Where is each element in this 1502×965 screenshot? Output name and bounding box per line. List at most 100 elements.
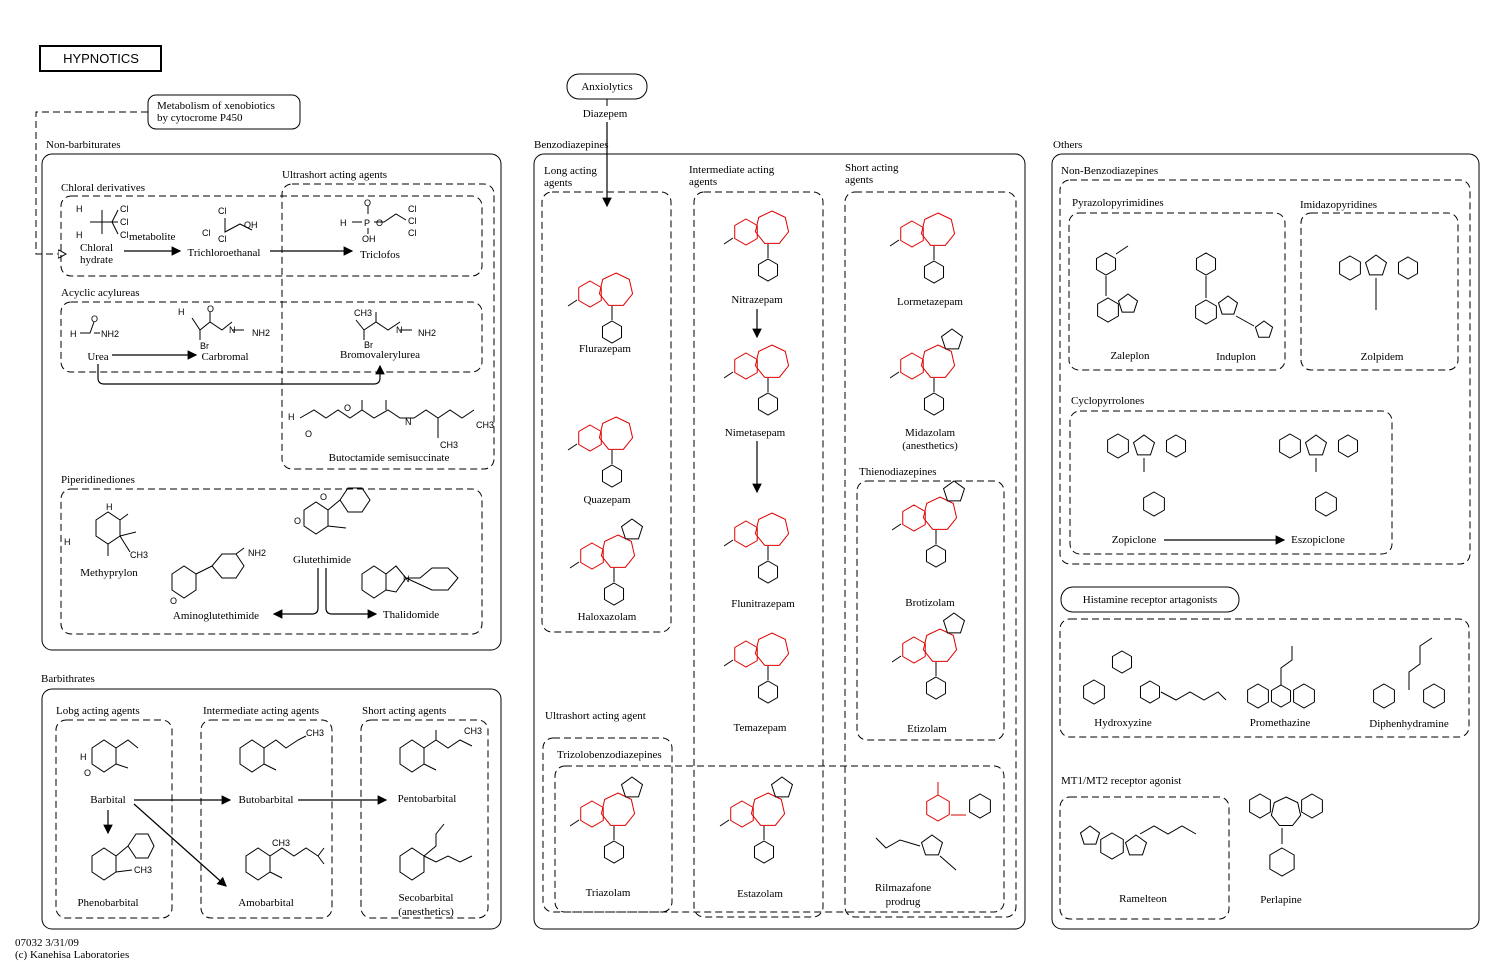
compound-hydroxyzine[interactable]: Hydroxyzine — [1094, 717, 1152, 729]
compound-urea[interactable]: Urea — [87, 351, 108, 363]
svg-text:O: O — [305, 429, 312, 439]
compound-brotizolam[interactable]: Brotizolam — [905, 597, 955, 609]
compound-ramelteon[interactable]: Ramelteon — [1119, 893, 1167, 905]
etizolam-structure — [891, 612, 966, 700]
compound-methyprylon[interactable]: Methyprylon — [80, 567, 138, 579]
compound-phenobarbital[interactable]: Phenobarbital — [77, 897, 138, 909]
zolpidem-structure — [1339, 254, 1419, 310]
svg-text:P: P — [364, 218, 370, 228]
estazolam-structure — [719, 776, 794, 864]
svg-text:Br: Br — [200, 341, 209, 351]
svg-text:by cytocrome P450: by cytocrome P450 — [157, 112, 243, 124]
compound-secobarbital[interactable]: Secobarbital — [399, 892, 454, 904]
compound-aminoglutethimide[interactable]: Aminoglutethimide — [173, 610, 259, 622]
footer-code: 07032 3/31/09 — [15, 937, 79, 949]
svg-text:O: O — [320, 492, 327, 502]
compound-barbital[interactable]: Barbital — [90, 794, 125, 806]
svg-text:CH3: CH3 — [354, 308, 372, 318]
metabolism-link[interactable]: Metabolism of xenobiotics by cytocrome P… — [147, 94, 301, 130]
svg-text:agents: agents — [845, 174, 873, 186]
group-label-short-barb: Short acting agents — [362, 705, 446, 717]
svg-text:agents: agents — [544, 177, 572, 189]
compound-nimetazepam[interactable]: Nimetasepam — [725, 427, 786, 439]
chloral-box — [60, 195, 483, 277]
promethazine-structure — [1247, 646, 1315, 709]
lormetazepam-structure — [889, 212, 956, 284]
group-label-bz-intermediate: Intermediate acting — [689, 164, 775, 176]
compound-pentobarbital[interactable]: Pentobarbital — [398, 793, 457, 805]
compound-chloral-hydrate[interactable]: Chloral — [80, 242, 113, 254]
compound-triclofos[interactable]: Triclofos — [360, 249, 400, 261]
svg-text:Cl: Cl — [120, 204, 129, 214]
carbromal-structure: H Br O N NH2 — [178, 304, 270, 351]
group-label-thienodiazepines: Thienodiazepines — [859, 466, 937, 478]
compound-triazolam[interactable]: Triazolam — [586, 887, 631, 899]
diphenhydramine-structure — [1373, 637, 1445, 709]
indiplon-structure — [1195, 252, 1274, 338]
compound-carbromal[interactable]: Carbromal — [201, 351, 248, 363]
ultrashort-box — [281, 183, 495, 470]
svg-text:H: H — [80, 752, 87, 762]
group-label-barbiturates: Barbithrates — [41, 673, 95, 685]
svg-text:N: N — [229, 325, 236, 335]
nitrazepam-structure — [723, 210, 790, 282]
glutethimide-structure: O O — [294, 487, 371, 535]
svg-text:Br: Br — [364, 340, 373, 350]
compound-zaleplon[interactable]: Zaleplon — [1110, 350, 1150, 362]
rilmazafone-structure — [875, 782, 991, 871]
svg-text:CH3: CH3 — [272, 838, 290, 848]
non-benzodiazepines-box — [1059, 179, 1471, 565]
anxiolytics-link[interactable]: Anxiolytics — [566, 73, 648, 100]
compound-indiplon[interactable]: Induplon — [1216, 351, 1256, 363]
compound-midazolam[interactable]: Midazolam — [905, 427, 956, 439]
compound-flurazepam[interactable]: Flurazepam — [579, 343, 631, 355]
trichloroethanol-structure: Cl Cl Cl OH — [202, 206, 258, 244]
svg-text:OH: OH — [244, 220, 258, 230]
cyclopyrrolones-box — [1069, 410, 1393, 555]
svg-text:OH: OH — [362, 234, 376, 244]
svg-text:N: N — [396, 325, 403, 335]
compound-diazepam[interactable]: Diazepem — [583, 108, 628, 120]
compound-thalidomide[interactable]: Thalidomide — [383, 609, 439, 621]
svg-text:O: O — [376, 218, 383, 228]
compound-glutethimide[interactable]: Glutethimide — [293, 554, 351, 566]
group-label-chloral: Chloral derivatives — [61, 182, 145, 194]
compound-flunitrazepam[interactable]: Flunitrazepam — [731, 598, 795, 610]
compound-bromovalerylurea[interactable]: Bromovalerylurea — [340, 349, 420, 361]
compound-temazepam[interactable]: Temazepam — [734, 722, 787, 734]
compound-zopiclone[interactable]: Zopiclone — [1112, 534, 1157, 546]
group-label-benzodiazepines: Benzodiazepines — [534, 139, 609, 151]
compound-butoctamide[interactable]: Butoctamide semisuccinate — [329, 452, 450, 464]
compound-trichloroethanol[interactable]: Trichloroethanal — [188, 247, 261, 259]
compound-zolpidem[interactable]: Zolpidem — [1361, 351, 1404, 363]
compound-lormetazepam[interactable]: Lormetazepam — [897, 296, 963, 308]
triazolam-structure — [569, 776, 644, 864]
svg-text:O: O — [84, 768, 91, 778]
compound-butobarbital[interactable]: Butobarbital — [239, 794, 294, 806]
compound-rilmazafone[interactable]: Rilmazafone — [875, 882, 931, 894]
compound-promethazine[interactable]: Promethazine — [1250, 717, 1311, 729]
svg-text:H: H — [288, 412, 295, 422]
histamine-link[interactable]: Histamine receptor artagonists — [1060, 586, 1240, 613]
metabolism-link-line — [35, 111, 148, 254]
compound-eszopiclone[interactable]: Eszopiclone — [1291, 534, 1345, 546]
trizolo-box — [542, 737, 673, 913]
compound-nitrazepam[interactable]: Nitrazepam — [731, 294, 783, 306]
long-barb-box — [55, 719, 173, 919]
group-label-acylureas: Acyclic acylureas — [61, 287, 139, 299]
compound-haloxazolam[interactable]: Haloxazolam — [578, 611, 637, 623]
thienodiazepines-box — [856, 480, 1005, 741]
compound-quazepam[interactable]: Quazepam — [583, 494, 630, 506]
group-label-ultrashort: Ultrashort acting agents — [282, 169, 387, 181]
compound-perlapine[interactable]: Perlapine — [1260, 894, 1302, 906]
group-label-bz-long: Long acting — [544, 165, 597, 177]
non-barbiturates-box — [41, 153, 502, 651]
compound-amobarbital[interactable]: Amobarbital — [238, 897, 294, 909]
svg-text:hydrate: hydrate — [80, 254, 113, 266]
svg-text:H: H — [178, 307, 185, 317]
svg-text:Cl: Cl — [202, 228, 211, 238]
svg-text:CH3: CH3 — [440, 440, 458, 450]
compound-diphenhydramine[interactable]: Diphenhydramine — [1369, 718, 1449, 730]
compound-etizolam[interactable]: Etizolam — [907, 723, 947, 735]
compound-estazolam[interactable]: Estazolam — [737, 888, 783, 900]
